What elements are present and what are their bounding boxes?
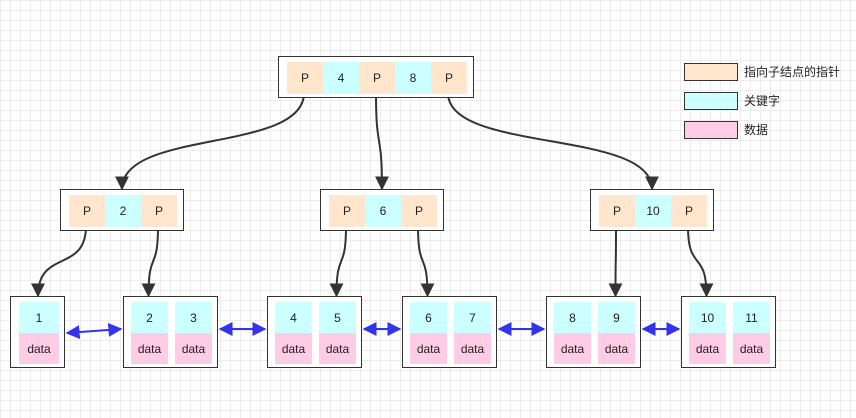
leaf-data-cell: data (275, 333, 312, 364)
root-to-internal-edge (374, 92, 389, 191)
leaf-data-cell: data (19, 333, 59, 364)
pointer-cell: P (69, 195, 105, 227)
internal-to-leaf-edge (687, 225, 714, 298)
internal-to-leaf-edge (417, 225, 435, 298)
leaf-data-cell: data (175, 333, 212, 364)
leaf-data-cell: data (689, 333, 726, 364)
legend-swatch (684, 92, 738, 110)
pointer-cell: P (431, 62, 467, 94)
internal-to-leaf-edge (141, 225, 159, 298)
leaf-key-cell: 11 (733, 302, 770, 333)
leaf-data-cell: data (554, 333, 591, 364)
leaf-sibling-link (65, 322, 123, 340)
leaf-key-cell: 3 (175, 302, 212, 333)
leaf-key-cell: 4 (275, 302, 312, 333)
internal-to-leaf-edge (608, 225, 623, 298)
internal-to-leaf-edge (329, 225, 347, 298)
pointer-cell: P (287, 62, 323, 94)
leaf-key-cell: 1 (19, 302, 59, 333)
leaf-key-cell: 10 (689, 302, 726, 333)
pointer-cell: P (329, 195, 365, 227)
pointer-cell: P (359, 62, 395, 94)
root-to-internal-edge (447, 92, 659, 191)
leaf-data-cell: data (598, 333, 635, 364)
root-to-internal-edge (115, 92, 305, 191)
leaf-key-cell: 7 (454, 302, 491, 333)
key-cell: 4 (323, 62, 359, 94)
legend-swatch (684, 63, 738, 81)
leaf-key-cell: 2 (131, 302, 168, 333)
pointer-cell: P (599, 195, 635, 227)
key-cell: 8 (395, 62, 431, 94)
legend-label: 数据 (744, 123, 769, 137)
leaf-data-cell: data (410, 333, 447, 364)
leaf-key-cell: 5 (319, 302, 356, 333)
leaf-data-cell: data (733, 333, 770, 364)
key-cell: 6 (365, 195, 401, 227)
pointer-cell: P (671, 195, 707, 227)
leaf-data-cell: data (131, 333, 168, 364)
key-cell: 10 (635, 195, 671, 227)
internal-to-leaf-edge (31, 225, 87, 298)
leaf-key-cell: 9 (598, 302, 635, 333)
leaf-data-cell: data (454, 333, 491, 364)
leaf-data-cell: data (319, 333, 356, 364)
legend-swatch (684, 121, 738, 139)
leaf-key-cell: 6 (410, 302, 447, 333)
leaf-key-cell: 8 (554, 302, 591, 333)
pointer-cell: P (141, 195, 177, 227)
legend-label: 关键字 (744, 94, 781, 108)
key-cell: 2 (105, 195, 141, 227)
pointer-cell: P (401, 195, 437, 227)
legend-label: 指向子结点的指针 (744, 65, 841, 79)
